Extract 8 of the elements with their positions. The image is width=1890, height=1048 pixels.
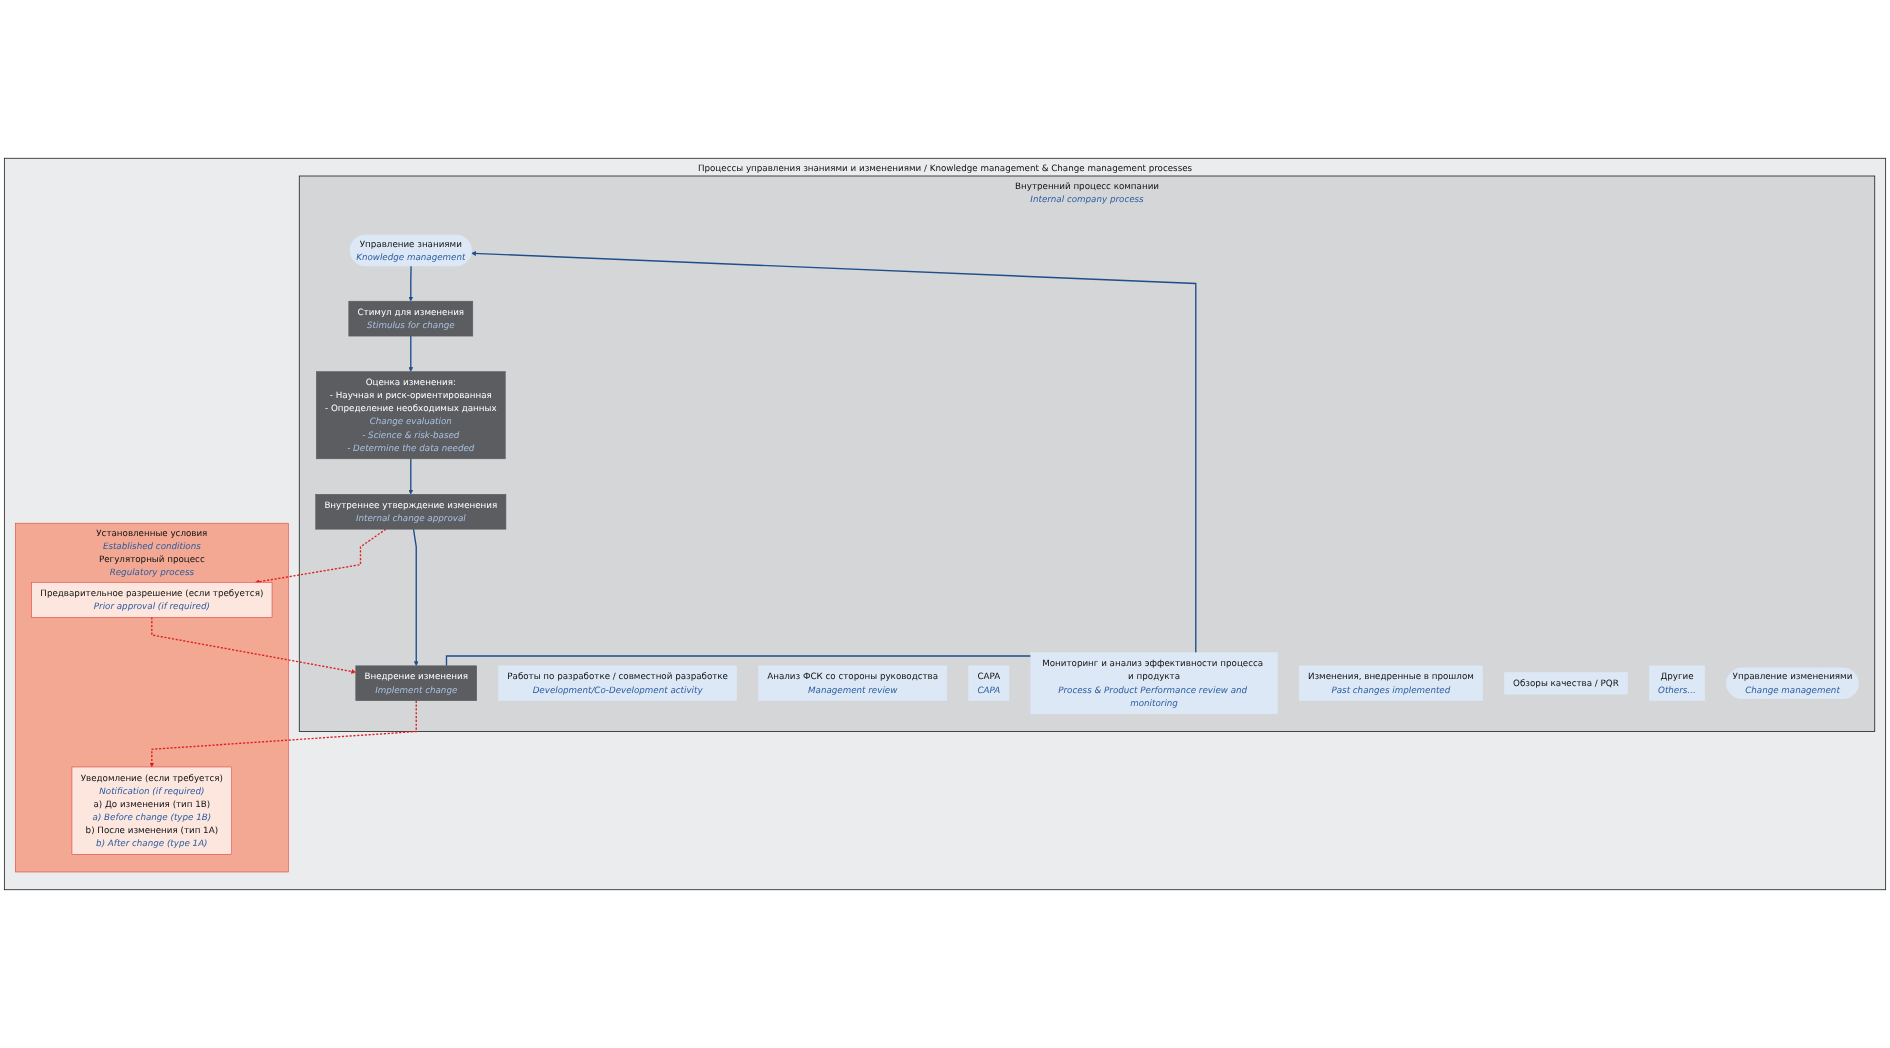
arrow [412, 528, 419, 667]
arrow [445, 251, 1197, 667]
arrow [149, 700, 417, 768]
arrow [151, 616, 356, 674]
arrow [408, 335, 414, 372]
arrow [408, 265, 414, 302]
arrow [255, 528, 387, 584]
arrow [408, 458, 414, 495]
